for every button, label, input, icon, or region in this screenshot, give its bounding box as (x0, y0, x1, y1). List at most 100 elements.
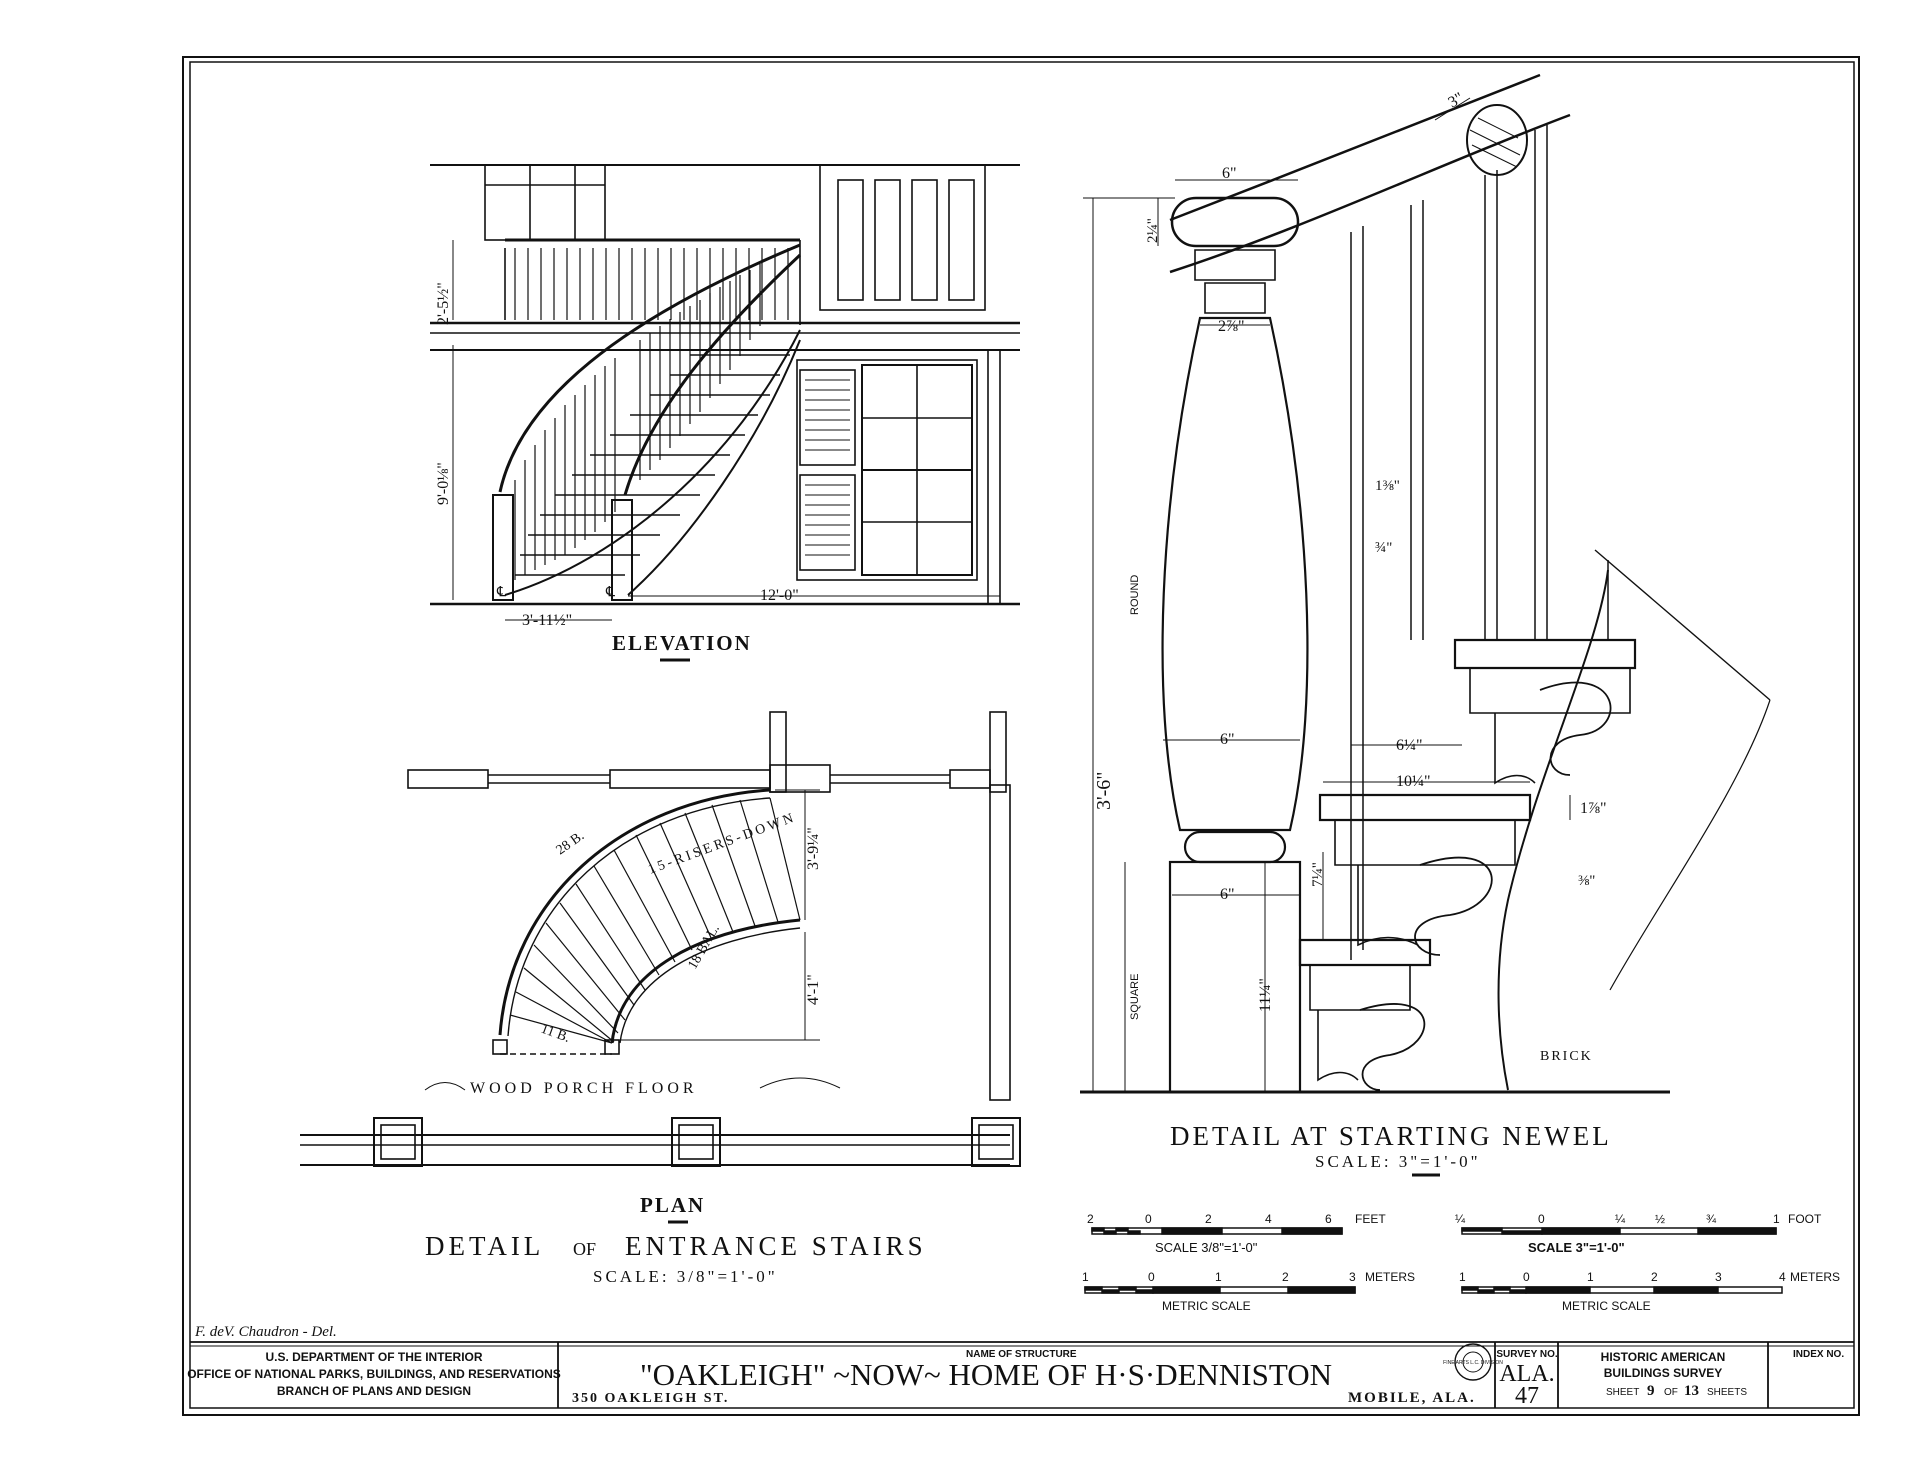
newel-nosing1-dim: 6¼" (1396, 737, 1423, 754)
plan-detail-subject: ENTRANCE STAIRS (625, 1231, 927, 1261)
scale-tick: ¼ (1615, 1212, 1626, 1226)
scale-tick: 1 (1082, 1270, 1089, 1284)
survey-number: 47 (1515, 1383, 1539, 1409)
scale-tick: 0 (1538, 1212, 1545, 1226)
scale-b-label: METRIC SCALE (1162, 1299, 1251, 1313)
scale-a-ticks: 2 0 2 4 6 (1087, 1212, 1332, 1226)
title-block (190, 1341, 1854, 1408)
scale-bar-meters-right (1461, 1286, 1783, 1294)
scale-tick: 6 (1325, 1212, 1332, 1226)
scale-c-label: SCALE 3"=1'-0" (1528, 1240, 1625, 1255)
newel-cap-height-dim: 2¼" (1145, 218, 1161, 243)
newel-cap-dim: 6" (1222, 165, 1237, 182)
structure-address: 350 OAKLEIGH ST. (572, 1391, 729, 1406)
scale-tick: ¼ (1455, 1212, 1466, 1226)
sheets-word: SHEETS (1707, 1387, 1747, 1398)
elevation-width-left-dim: 3'-11½" (522, 612, 572, 629)
newel-baluster1-dim: 1⅜" (1375, 478, 1400, 494)
index-caption: INDEX NO. (1793, 1349, 1844, 1360)
newel-rail-dim: 3" (1446, 89, 1467, 111)
scale-tick: 0 (1523, 1270, 1530, 1284)
newel-scale: SCALE: 3"=1'-0" (1315, 1152, 1481, 1171)
newel-height-dim: 3'-6" (1093, 772, 1115, 810)
delineator-signature: F. deV. Chaudron - Del. (194, 1324, 337, 1340)
scale-b-unit: METERS (1365, 1270, 1415, 1284)
scale-bar-feet (1091, 1227, 1343, 1235)
scale-b-ticks: 1 0 1 2 3 (1082, 1270, 1356, 1284)
scale-tick: 2 (1651, 1270, 1658, 1284)
habs-line-1: HISTORIC AMERICAN (1601, 1350, 1726, 1364)
plan-title: PLAN (640, 1193, 705, 1217)
elevation-title: ELEVATION (612, 631, 752, 655)
elevation-drawing (430, 164, 1020, 621)
scale-c-ticks: ¼ 0 ¼ ½ ¾ 1 (1455, 1212, 1780, 1226)
plan-detail-of: OF (573, 1239, 596, 1259)
newel-drawing (1080, 73, 1771, 1094)
scale-tick: 0 (1145, 1212, 1152, 1226)
plan-end-balusters: 11 B. (539, 1022, 572, 1046)
newel-square-label: SQUARE (1129, 974, 1141, 1020)
scale-a-label: SCALE 3/8"=1'-0" (1155, 1240, 1258, 1255)
scale-tick: 2 (1205, 1212, 1212, 1226)
scale-c-unit: FOOT (1788, 1212, 1822, 1226)
newel-shaft-dim: 6" (1220, 731, 1235, 748)
elevation-centerline-left: ℄ (496, 585, 506, 600)
structure-city: MOBILE, ALA. (1348, 1390, 1476, 1406)
survey-caption: SURVEY NO. (1496, 1349, 1558, 1360)
sheet-word: SHEET (1606, 1387, 1639, 1398)
habs-line-2: BUILDINGS SURVEY (1604, 1366, 1722, 1380)
elevation-rail-dim: 2'-5½" (435, 282, 452, 325)
newel-scroll-dim: ⅜" (1578, 873, 1595, 889)
elevation-centerline-right: ℄ (605, 585, 615, 600)
scale-tick: 3 (1349, 1270, 1356, 1284)
structure-name-caption: NAME OF STRUCTURE (966, 1349, 1077, 1360)
library-seal: FINE ARTS L.C. DIVISION (1443, 1360, 1503, 1366)
scale-a-unit: FEET (1355, 1212, 1386, 1226)
scale-tick: 3 (1715, 1270, 1722, 1284)
plan-lower-dim: 4'-1" (805, 974, 822, 1005)
structure-name: "OAKLEIGH" ~NOW~ HOME OF H·S·DENNISTON (640, 1357, 1332, 1392)
plan-porch-floor: WOOD PORCH FLOOR (470, 1080, 698, 1097)
scale-tick: 4 (1265, 1212, 1272, 1226)
plan-upper-dim: 3'-9¼" (805, 827, 822, 870)
newel-tread-height-dim: 7¼" (1310, 862, 1326, 887)
plan-detail-scale: SCALE: 3/8"=1'-0" (593, 1267, 778, 1286)
newel-neck-dim: 2⅞" (1218, 318, 1245, 335)
scale-tick: 2 (1282, 1270, 1289, 1284)
elevation-width-right-dim: 12'-0" (760, 587, 799, 604)
newel-base-height-dim: 11¼" (1257, 978, 1274, 1012)
scale-tick: 1 (1587, 1270, 1594, 1284)
newel-round-label: ROUND (1129, 575, 1141, 615)
plan-detail-title: DETAIL (425, 1231, 544, 1261)
newel-title: DETAIL AT STARTING NEWEL (1170, 1121, 1612, 1151)
newel-brick-label: BRICK (1540, 1049, 1593, 1064)
survey-state: ALA. (1499, 1361, 1554, 1387)
newel-base-dim: 6" (1220, 886, 1235, 903)
newel-nosing2-dim: 10¼" (1396, 773, 1431, 790)
agency-line-1: U.S. DEPARTMENT OF THE INTERIOR (265, 1350, 482, 1364)
scale-tick: 0 (1148, 1270, 1155, 1284)
scale-tick: 1 (1773, 1212, 1780, 1226)
scale-tick: 1 (1459, 1270, 1466, 1284)
scale-tick: 2 (1087, 1212, 1094, 1226)
plan-drawing (300, 711, 1021, 1167)
scale-d-unit: METERS (1790, 1270, 1840, 1284)
sheet-total: 13 (1684, 1383, 1699, 1399)
agency-line-2: OFFICE OF NATIONAL PARKS, BUILDINGS, AND… (187, 1367, 561, 1381)
newel-nose-height-dim: 1⅞" (1580, 800, 1607, 817)
scale-bar-foot (1461, 1227, 1777, 1235)
scale-d-label: METRIC SCALE (1562, 1299, 1651, 1313)
agency-line-3: BRANCH OF PLANS AND DESIGN (277, 1384, 471, 1398)
newel-baluster2-dim: ¾" (1375, 540, 1392, 556)
elevation-floor-dim: 9'-0⅛" (435, 462, 452, 505)
outer-border (182, 56, 1860, 1416)
sheet-of: OF (1664, 1387, 1678, 1398)
sheet-number: 9 (1647, 1383, 1655, 1399)
scale-bar-meters-left (1084, 1286, 1356, 1294)
inner-border (189, 61, 1855, 1409)
scale-d-ticks: 1 0 1 2 3 4 (1459, 1270, 1786, 1284)
scale-tick: ½ (1655, 1212, 1665, 1226)
scale-tick: ¾ (1706, 1212, 1717, 1226)
scale-tick: 1 (1215, 1270, 1222, 1284)
